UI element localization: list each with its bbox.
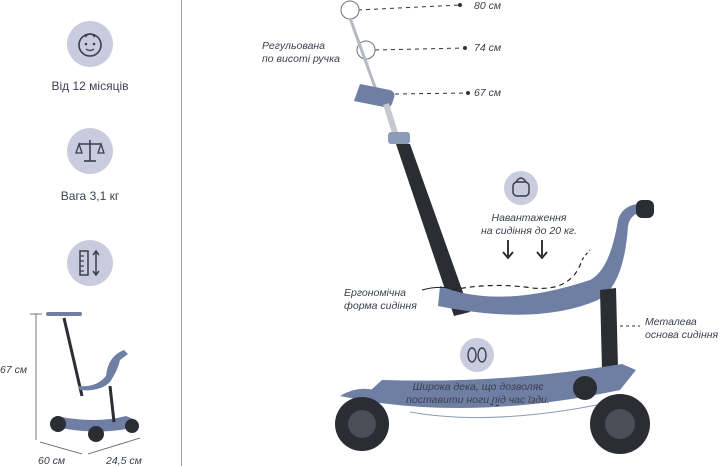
- vertical-divider: [181, 0, 182, 466]
- handle-height-67: 67 см: [474, 87, 502, 99]
- feature-weight-label: Вага 3,1 кг: [60, 189, 120, 203]
- small-scooter-illustration: [30, 312, 141, 455]
- baby-face-icon: [67, 21, 113, 67]
- scales-icon: [67, 128, 113, 174]
- handle-height-74: 74 см: [474, 42, 502, 54]
- small-length-label: 60 см: [38, 455, 66, 467]
- load-annotation: Навантаження на сидіння до 20 кг.: [480, 212, 578, 237]
- small-width-label: 24,5 см: [106, 455, 142, 467]
- deck-annotation: Широка дека, що дозволяє поставити ноги …: [406, 381, 550, 406]
- feature-age-label: Від 12 місяців: [51, 79, 129, 93]
- small-height-label: 67 см: [0, 364, 28, 376]
- handle-height-80: 80 см: [474, 0, 502, 12]
- handle-annotation: Регульована по висоті ручка: [262, 40, 340, 65]
- metal-base-annotation: Металева основа сидіння: [645, 316, 719, 341]
- main-scooter-illustration: [335, 0, 654, 454]
- height-adjust-icon: [67, 240, 113, 286]
- seat-shape-annotation: Ергономічна форма сидіння: [344, 287, 417, 312]
